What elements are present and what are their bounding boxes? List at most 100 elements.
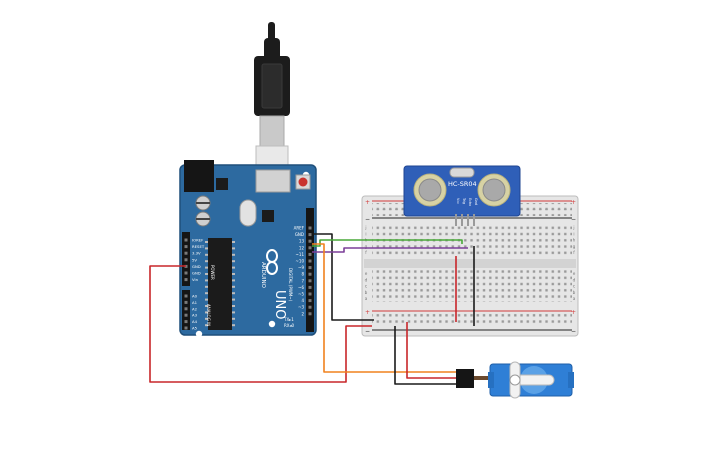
- header-pin[interactable]: [308, 272, 312, 276]
- sensor-pin-label: Trig: [462, 197, 466, 204]
- bottom-rail-holes: [372, 319, 572, 326]
- wire-orange-servo-signal[interactable]: [312, 243, 464, 373]
- chip-leg: [205, 298, 208, 301]
- header-pin[interactable]: [184, 258, 188, 262]
- header-pin[interactable]: [184, 320, 188, 324]
- pin-label-digital: 4: [301, 298, 304, 303]
- chip-leg: [232, 241, 235, 243]
- row-letter: c: [573, 284, 576, 289]
- header-pin[interactable]: [184, 307, 188, 311]
- rail-plus-symbol: +: [571, 199, 576, 206]
- row-letter: i: [573, 231, 574, 236]
- header-pin[interactable]: [184, 251, 188, 255]
- chip-leg: [232, 273, 235, 275]
- sensor-crystal: [449, 167, 475, 178]
- rail-minus-symbol: −: [571, 216, 576, 223]
- row-letter: e: [365, 271, 368, 276]
- header-pin[interactable]: [184, 294, 188, 298]
- row-letter: a: [573, 296, 576, 301]
- rail-minus-symbol: −: [365, 216, 370, 223]
- pin-label-power: RESET: [192, 244, 205, 249]
- header-pin[interactable]: [308, 279, 312, 283]
- header-pin[interactable]: [184, 326, 188, 330]
- header-pin[interactable]: [184, 238, 188, 242]
- rail-plus-symbol: +: [571, 309, 576, 316]
- usb-plug-connector: [259, 115, 285, 147]
- header-pin[interactable]: [308, 285, 312, 289]
- row-letter: d: [573, 277, 576, 282]
- pin-label-power: Vin: [192, 277, 199, 282]
- header-pin[interactable]: [308, 312, 312, 316]
- sensor-pin-echo: [467, 214, 469, 226]
- header-pin[interactable]: [308, 233, 312, 237]
- header-pin[interactable]: [308, 259, 312, 263]
- servo-motor[interactable]: [456, 361, 574, 399]
- wire-black-gnd[interactable]: [312, 233, 374, 321]
- row-letter: g: [573, 244, 576, 249]
- mounting-hole: [195, 330, 203, 338]
- arduino-logo: [266, 249, 278, 275]
- row-letter: g: [365, 244, 368, 249]
- chip-leg: [232, 260, 235, 263]
- pin-label-digital: ~9: [298, 265, 304, 270]
- pin-label-digital: 7: [301, 278, 304, 283]
- pin-label-analog: A2: [192, 306, 198, 311]
- pin-label-analog: A1: [192, 300, 198, 305]
- sensor-pin-label: Vcc: [456, 198, 460, 204]
- header-pin[interactable]: [184, 271, 188, 275]
- crystal-oscillator: [239, 199, 257, 227]
- usb-cable-strand: [268, 22, 275, 42]
- wire-purple-echo[interactable]: [312, 247, 468, 253]
- servo-horn[interactable]: [509, 361, 555, 399]
- transducer-left-inner: [418, 178, 442, 202]
- header-pin[interactable]: [184, 300, 188, 304]
- wire-red-5v[interactable]: [149, 265, 372, 383]
- pin-label-analog: A4: [192, 319, 198, 324]
- chip-leg: [205, 260, 208, 263]
- sensor-pin-label: Gnd: [474, 198, 478, 205]
- header-pin[interactable]: [184, 278, 188, 282]
- digital-section-label: DIGITAL (PWM~): [288, 268, 293, 302]
- header-pin[interactable]: [184, 313, 188, 317]
- header-pin[interactable]: [308, 239, 312, 243]
- pin-label-analog: A3: [192, 313, 198, 318]
- header-pin[interactable]: [308, 252, 312, 256]
- pin-label-digital: 2: [301, 311, 304, 316]
- header-pin[interactable]: [184, 245, 188, 249]
- usb-plug-grip: [261, 63, 283, 109]
- header-pin[interactable]: [308, 299, 312, 303]
- rail-minus-symbol: −: [365, 328, 370, 335]
- header-pin[interactable]: [308, 226, 312, 230]
- rx-label: RX◂0: [284, 323, 295, 328]
- row-letter: j: [364, 225, 366, 230]
- rail-minus-symbol: −: [571, 328, 576, 335]
- reset-button[interactable]: [298, 177, 308, 187]
- digital-header: [306, 208, 314, 332]
- voltage-regulator: [216, 178, 228, 190]
- transducer-right-inner: [482, 178, 506, 202]
- chip-leg: [205, 279, 208, 282]
- pin-label-analog: A0: [192, 294, 198, 299]
- usb-controller-chip: [262, 210, 274, 222]
- pin-label-digital: 8: [301, 272, 304, 277]
- row-letter: d: [365, 277, 368, 282]
- chip-leg: [232, 324, 235, 327]
- header-pin[interactable]: [308, 305, 312, 309]
- header-pin[interactable]: [308, 292, 312, 296]
- header-pin[interactable]: [308, 266, 312, 270]
- rail-plus-symbol: +: [365, 199, 370, 206]
- wire-red-servo-vcc[interactable]: [406, 322, 464, 379]
- chip-leg: [232, 266, 235, 269]
- wire-green-trig[interactable]: [312, 239, 463, 247]
- pin-label-digital: ~6: [298, 285, 304, 290]
- header-pin[interactable]: [308, 246, 312, 250]
- tx-label: TX▸1: [283, 317, 294, 322]
- wire-black-servo-gnd[interactable]: [394, 326, 464, 385]
- chip-leg: [205, 292, 208, 295]
- arduino-uno-board[interactable]: ARDUINO UNO DIGITAL (PWM~) POWER ANALOG …: [179, 160, 317, 338]
- pin-label-digital: ~5: [298, 292, 304, 297]
